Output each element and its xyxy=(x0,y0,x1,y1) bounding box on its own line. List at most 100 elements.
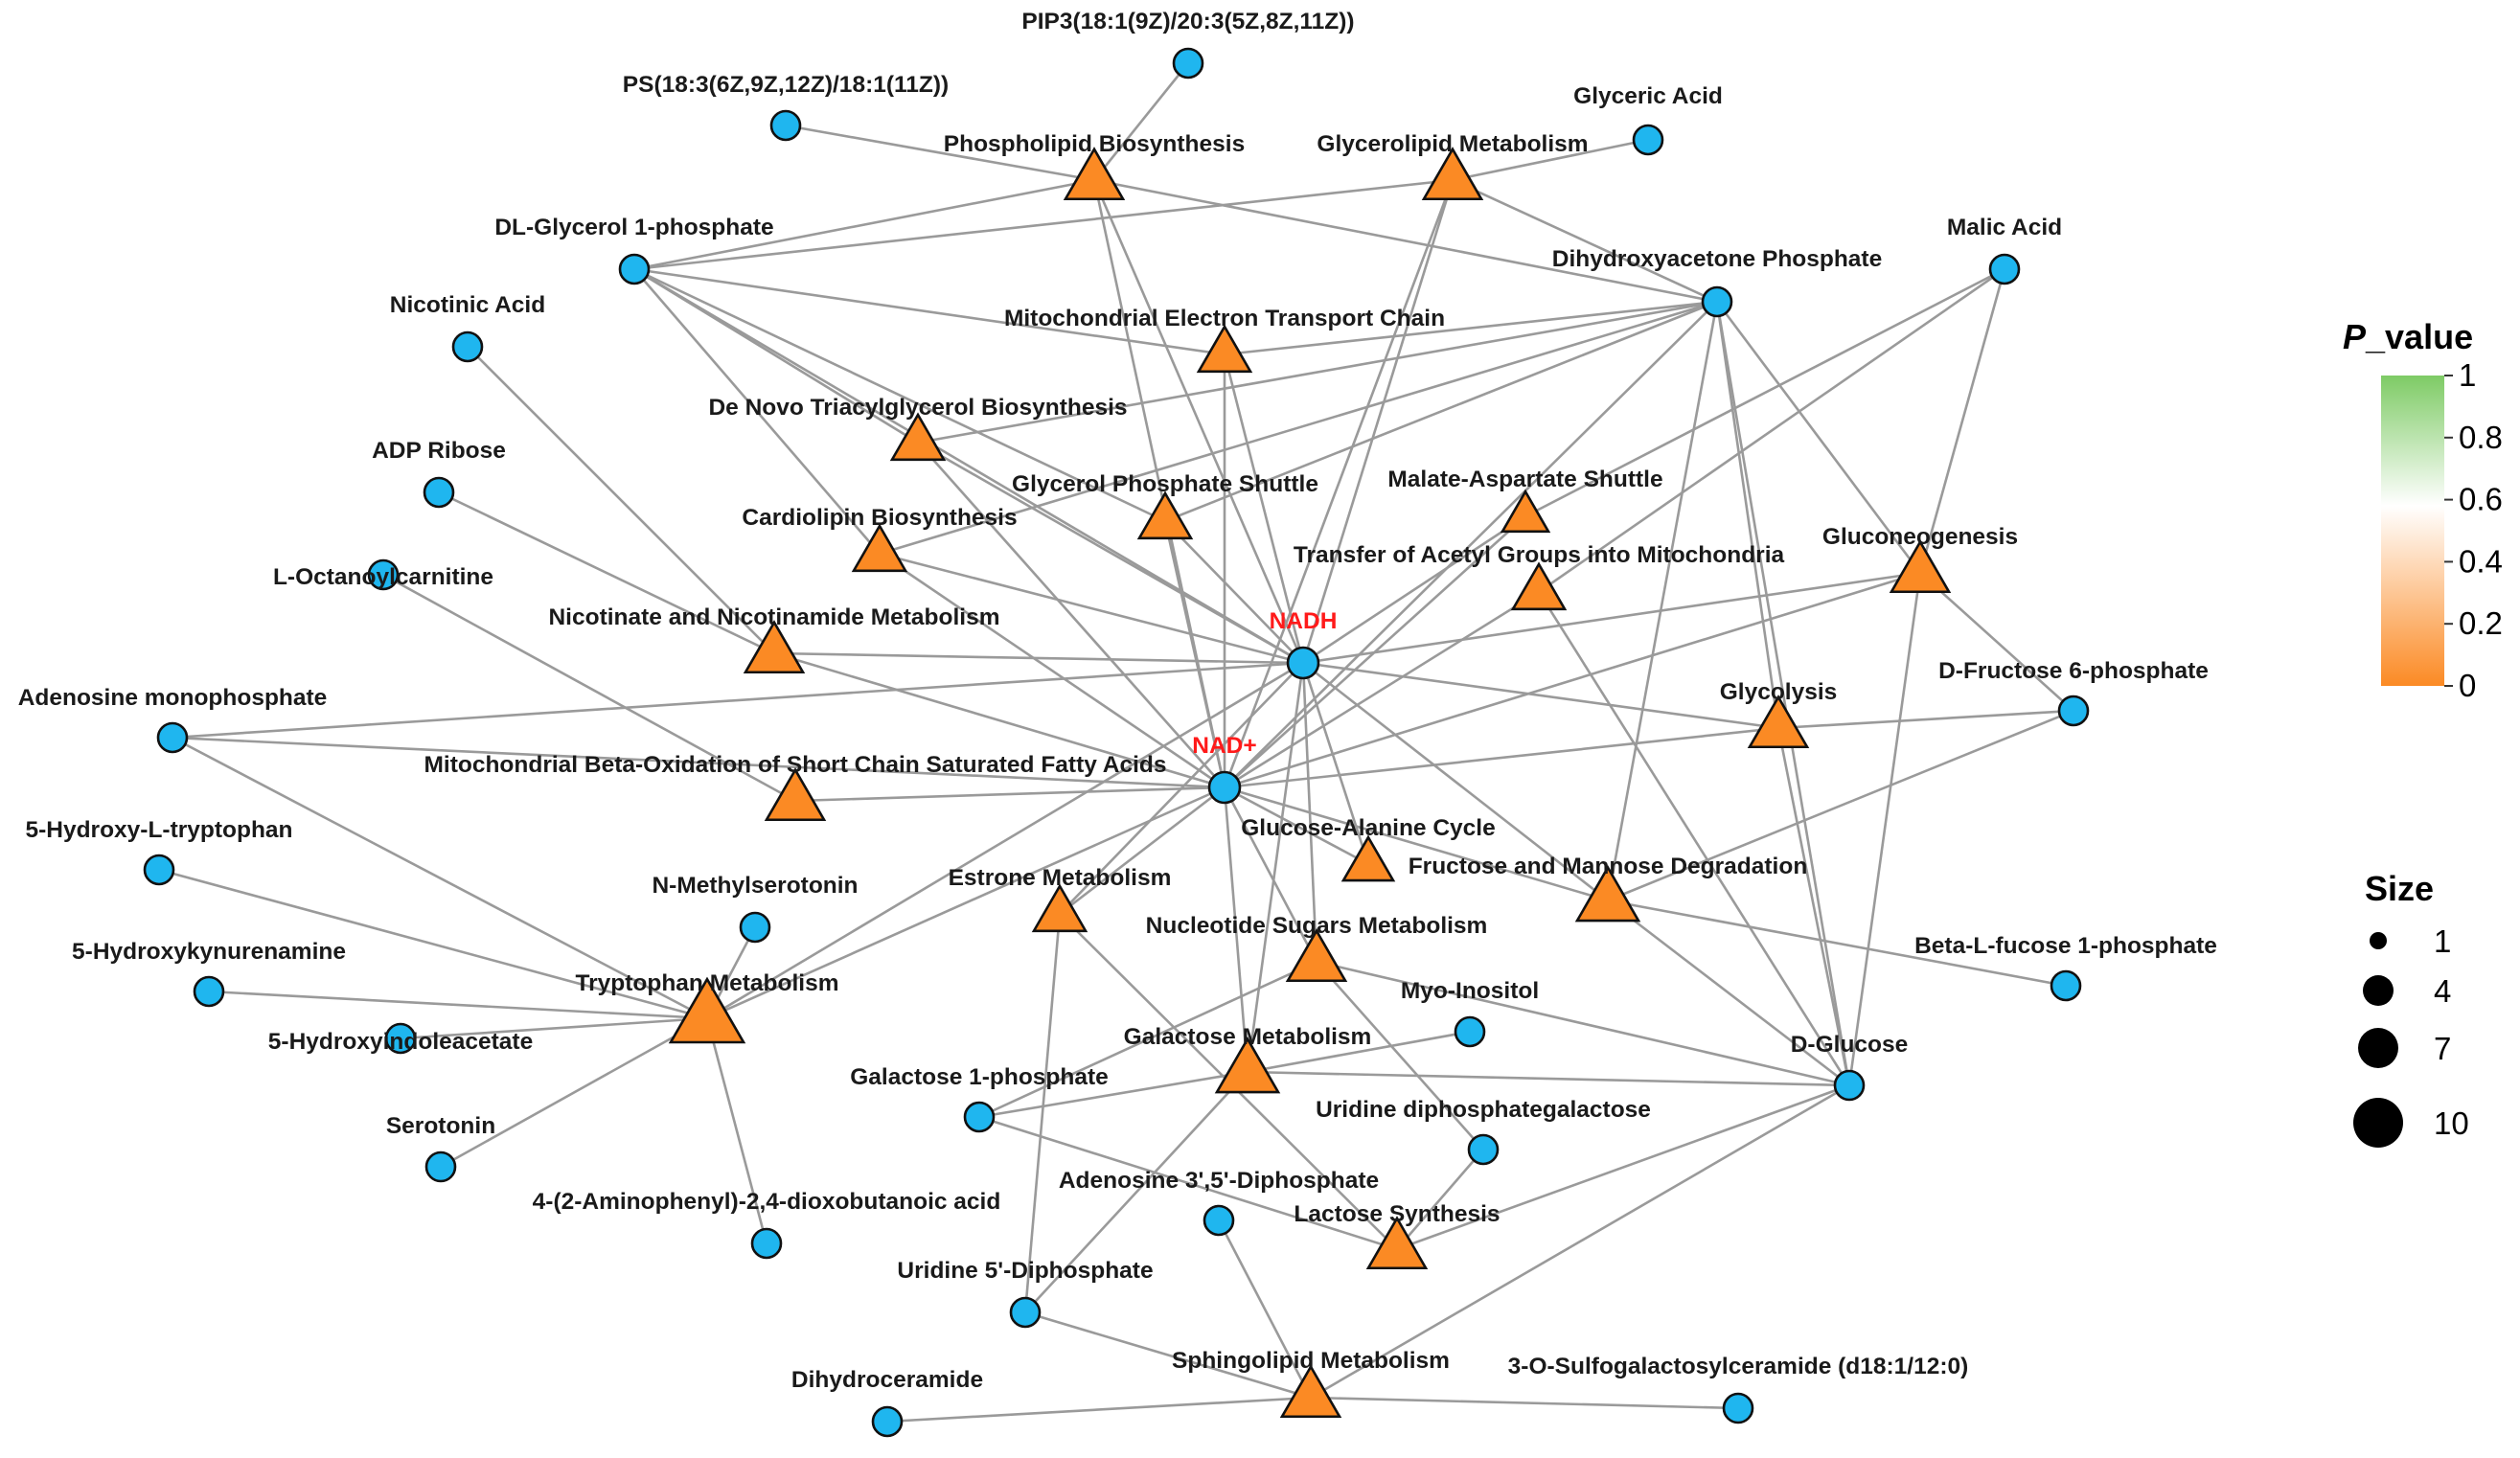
size-legend-label: 1 xyxy=(2434,923,2451,959)
size-legend-dot xyxy=(2358,1028,2398,1068)
edge-gal1p-lactose xyxy=(978,1115,1398,1251)
edge-estrone-udp xyxy=(1023,913,1062,1313)
edge-cardiolipin-nadplus xyxy=(879,552,1226,789)
edge-malate-nadh xyxy=(1302,514,1526,665)
edge-nadh-galactose xyxy=(1246,662,1305,1073)
metabolite-node-d-glucose xyxy=(1833,1069,1866,1102)
edge-glyceric-glycerolipid xyxy=(1452,138,1649,182)
edge-sulfogal-sphingolipid xyxy=(1310,1396,1739,1410)
edge-dhap-metc xyxy=(1224,300,1718,356)
edge-malic-gluconeo xyxy=(1918,268,2006,574)
edge-phospholipid-nadh xyxy=(1092,179,1305,664)
metabolite-node-nicotinic-acid xyxy=(451,330,484,363)
edge-nucleotide-udpgal xyxy=(1316,961,1484,1150)
pathway-label-estrone-metabolism: Estrone Metabolism xyxy=(949,865,1172,891)
edge-htrp-tryptophan xyxy=(158,868,708,1020)
edge-dlg1p-nadh xyxy=(633,267,1304,665)
edge-dhap-nadplus xyxy=(1224,301,1718,788)
metabolite-node-beta-l-fucose-1-phosphate xyxy=(2050,969,2082,1002)
pathway-label-nucleotide-sugars-metabolism: Nucleotide Sugars Metabolism xyxy=(1146,913,1488,939)
pathway-node-de-novo-triacylglycerol-biosynthesis xyxy=(889,412,947,462)
edge-dfru6p-fructose xyxy=(1607,709,2074,902)
pvalue-tick-label: 0 xyxy=(2459,668,2476,703)
edge-galactose-dglucose xyxy=(1247,1070,1850,1087)
pathway-node-mitochondrial-electron-transport-chain xyxy=(1196,324,1253,374)
pathway-label-phospholipid-biosynthesis: Phospholipid Biosynthesis xyxy=(944,131,1245,157)
edge-udpgal-lactose xyxy=(1396,1149,1484,1250)
edge-gluconeo-dfru6p xyxy=(1919,572,2074,712)
edge-fructose-dglucose xyxy=(1607,899,1850,1087)
pathway-node-gluconeogenesis xyxy=(1889,539,1952,594)
pathway-node-nicotinate-and-nicotinamide-metabolism xyxy=(743,620,806,674)
metabolite-node-d-fructose-6-phosphate xyxy=(2057,695,2090,727)
edge-acetyl-nadplus xyxy=(1224,590,1540,789)
pathway-node-nucleotide-sugars-metabolism xyxy=(1285,928,1348,983)
metabolite-label-nad: NAD+ xyxy=(1192,733,1256,759)
edge-dhap-dglucose xyxy=(1715,301,1851,1086)
pathway-label-galactose-metabolism: Galactose Metabolism xyxy=(1124,1024,1372,1050)
metabolite-node-serotonin xyxy=(424,1150,457,1183)
metabolite-label-5-hydroxy-l-tryptophan: 5-Hydroxy-L-tryptophan xyxy=(25,817,292,843)
size-legend-dot xyxy=(2363,975,2394,1006)
metabolite-label-adenosine-3-5-diphosphate: Adenosine 3',5'-Diphosphate xyxy=(1059,1168,1379,1194)
edge-adp35-sphingolipid xyxy=(1217,1219,1313,1399)
edge-nicotinate-nadh xyxy=(773,651,1304,665)
metabolite-label-myo-inositol: Myo-Inositol xyxy=(1401,978,1539,1004)
metabolite-node-4-2-aminophenyl-2-4-dioxobutanoic-acid xyxy=(750,1227,783,1260)
pathway-node-sphingolipid-metabolism xyxy=(1279,1364,1342,1419)
metabolite-label-malic-acid: Malic Acid xyxy=(1947,215,2062,240)
edge-acetyl-dglucose xyxy=(1537,591,1851,1086)
edge-metc-nadh xyxy=(1223,353,1305,664)
edge-nadplus-nucleotide xyxy=(1223,786,1318,963)
edge-gluconeo-nadplus xyxy=(1224,571,1921,789)
metabolite-node-5-hydroxy-l-tryptophan xyxy=(143,854,175,886)
edge-nucleotide-gal1p xyxy=(978,960,1317,1119)
metabolite-node-galactose-1-phosphate xyxy=(963,1101,996,1133)
metabolite-node-adenosine-monophosphate xyxy=(156,721,189,754)
size-legend-title: Size xyxy=(2365,869,2434,908)
metabolite-node-5-hydroxykynurenamine xyxy=(193,975,225,1008)
pathway-label-sphingolipid-metabolism: Sphingolipid Metabolism xyxy=(1172,1348,1450,1374)
metabolite-node-dihydroceramide xyxy=(871,1405,904,1438)
edge-sphingolipid-dglucose xyxy=(1310,1083,1850,1400)
metabolite-label-dihydroxyacetone-phosphate: Dihydroxyacetone Phosphate xyxy=(1552,246,1882,272)
edge-nadplus-fructose xyxy=(1224,786,1609,902)
edge-denovo-nadh xyxy=(917,441,1304,665)
edge-nadh-glycolysis xyxy=(1302,661,1779,730)
metabolite-label-dihydroceramide: Dihydroceramide xyxy=(791,1367,983,1393)
edge-dlg1p-phospholipid xyxy=(633,178,1095,271)
metabolite-label-pip3-18-1-9z-20-3-5z-8z-11z: PIP3(18:1(9Z)/20:3(5Z,8Z,11Z)) xyxy=(1021,9,1354,34)
edge-udp-sphingolipid xyxy=(1024,1310,1312,1400)
edge-nadplus-gac xyxy=(1224,786,1369,866)
metabolite-label-adenosine-monophosphate: Adenosine monophosphate xyxy=(18,685,328,711)
pathway-node-glycerolipid-metabolism xyxy=(1421,147,1484,201)
edge-glycerolipid-nadh xyxy=(1301,179,1455,664)
edge-denovo-nadplus xyxy=(917,442,1226,788)
metabolite-node-ps-18-3-6z-9z-12z-18-1-11z xyxy=(769,109,802,142)
edge-dfru6p-glycolysis xyxy=(1777,709,2074,730)
edge-nadh-fructose xyxy=(1302,661,1609,902)
edge-nadplus-betaox xyxy=(794,786,1226,803)
metabolite-label-5-hydroxykynurenamine: 5-Hydroxykynurenamine xyxy=(72,939,346,965)
pvalue-legend-title: P_value xyxy=(2343,317,2473,356)
metabolite-node-dl-glycerol-1-phosphate xyxy=(618,253,651,285)
edge-gluconeo-dglucose xyxy=(1847,572,1922,1086)
metabolite-node-pip3-18-1-9z-20-3-5z-8z-11z xyxy=(1172,47,1204,80)
edge-cardiolipin-nadh xyxy=(879,552,1304,665)
pathway-node-glycerol-phosphate-shuttle xyxy=(1136,490,1194,540)
pathway-node-glucose-alanine-cycle xyxy=(1340,834,1396,882)
edge-amp-tryptophan xyxy=(172,736,708,1020)
edge-nicotinic-nicotinate xyxy=(467,346,775,654)
metabolite-node-uridine-diphosphategalactose xyxy=(1467,1133,1500,1166)
pathway-label-transfer-of-acetyl-groups-into-mitochondria: Transfer of Acetyl Groups into Mitochond… xyxy=(1294,542,1785,568)
edges xyxy=(158,62,2074,1424)
metabolite-label-beta-l-fucose-1-phosphate: Beta-L-fucose 1-phosphate xyxy=(1914,933,2217,959)
edge-galactose-udp xyxy=(1024,1071,1249,1313)
pathway-node-cardiolipin-biosynthesis xyxy=(851,523,908,573)
metabolite-node-myo-inositol xyxy=(1454,1015,1486,1048)
pvalue-tick-label: 0.8 xyxy=(2459,420,2503,455)
metabolite-label-5-hydroxyindoleacetate: 5-Hydroxyindoleacetate xyxy=(268,1029,533,1055)
metabolite-node-nadh xyxy=(1286,646,1320,680)
